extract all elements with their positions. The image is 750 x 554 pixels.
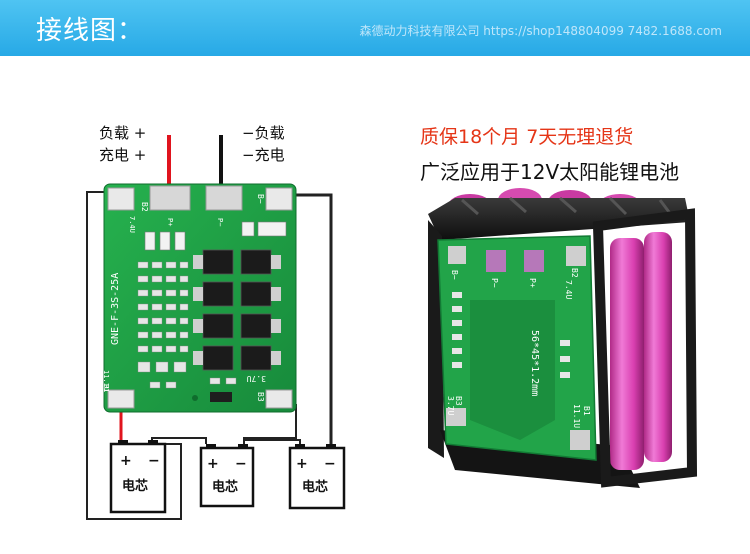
product-pplus: P+: [528, 278, 537, 288]
pcb-chip-row: [210, 392, 232, 402]
pcb-v-bot-label: 3.7U: [247, 374, 266, 383]
product-v-mid: 11.1U: [572, 404, 581, 428]
product-pad-bminus: [448, 246, 466, 264]
cell-1-label: 电芯: [122, 478, 148, 494]
product-components: [452, 292, 570, 378]
cell-3-label: 电芯: [302, 479, 328, 495]
wire-b2-loop: [86, 191, 182, 520]
warranty-text: 质保18个月 7天无理退货: [420, 126, 634, 148]
product-pminus: P−: [490, 278, 499, 288]
cell-2-plus: +: [207, 456, 219, 472]
pcb-pminus-label: P−: [216, 218, 224, 226]
pcb-pplus-label: P+: [166, 218, 174, 226]
load-plus-label: 负载 +: [99, 124, 147, 142]
header-banner: 接线图： 森德动力科技有限公司 https://shop148804099 74…: [0, 0, 750, 56]
pcb-b3-label: B3: [256, 392, 265, 402]
product-pad-pminus: [486, 250, 506, 272]
product-pad-b2: [566, 246, 586, 266]
side-cell-1: [610, 238, 644, 470]
product-v-top: 7.4U: [564, 280, 573, 299]
resistors-top: [144, 221, 287, 251]
product-pcb-cutout: [470, 300, 555, 440]
holder-top: [428, 198, 690, 240]
cell-3-minus: −: [324, 456, 336, 472]
pad-b2: [107, 187, 135, 211]
pcb-bminus-label: B−: [256, 194, 265, 204]
cell-1: + − 电芯: [109, 440, 167, 514]
pad-p-minus: [205, 185, 243, 211]
holder-right: [592, 208, 698, 488]
load-minus-label: −负载: [242, 124, 285, 142]
product-pad-b3: [446, 408, 466, 426]
cell-2: + − 电芯: [199, 444, 255, 508]
product-pad-b1: [570, 430, 590, 450]
pcb-b1-label: B1: [102, 384, 110, 392]
holder-top-ribs: [461, 196, 674, 217]
pad-b3: [265, 389, 293, 409]
pad-b-minus: [265, 187, 293, 211]
product-b3: B3: [454, 396, 463, 406]
pcb-v-top-label: 7.4U: [128, 216, 136, 233]
cell-2-minus: −: [235, 456, 247, 472]
product-b1: B1: [582, 406, 591, 416]
cell-2-label: 电芯: [212, 479, 238, 495]
cell-3: + − 电芯: [288, 444, 346, 510]
pcb-b2-label: B2: [140, 202, 149, 212]
usage-text: 广泛应用于12V太阳能锂电池: [420, 160, 680, 184]
product-board-text: 56*45*1.2mm: [529, 330, 540, 396]
smd-components: [137, 261, 237, 389]
product-photo: 56*45*1.2mm 11.1U B1 B2 7.4U B3 3.7U B− …: [428, 188, 698, 488]
pad-b1: [107, 389, 135, 409]
charge-plus-label: 充电 +: [99, 146, 147, 164]
wire-cell2-cell3: [243, 439, 301, 444]
product-b2: B2: [570, 268, 579, 278]
product-v-bot: 3.7U: [446, 396, 455, 415]
mosfets: [202, 249, 272, 371]
charge-minus-label: −充电: [242, 146, 285, 164]
mosfet-tabs: [193, 255, 281, 365]
protection-board: B2 P+ P− B− 7.4U GNE-F-3S-25A 11.1U B1 3…: [102, 183, 297, 413]
shop-url: 森德动力科技有限公司 https://shop148804099 7482.16…: [359, 24, 722, 38]
pcb-model-label: GNE-F-3S-25A: [110, 273, 121, 345]
pad-p-plus: [149, 185, 191, 211]
pcb-v-mid-label: 11.1U: [102, 370, 110, 391]
cell-1-minus: −: [148, 453, 160, 469]
product-pad-pplus: [524, 250, 544, 272]
product-bminus: B−: [450, 270, 459, 280]
page-title: 接线图：: [36, 16, 145, 46]
cell-3-plus: +: [296, 456, 308, 472]
side-cell-2: [644, 232, 672, 462]
cell-1-plus: +: [120, 453, 132, 469]
